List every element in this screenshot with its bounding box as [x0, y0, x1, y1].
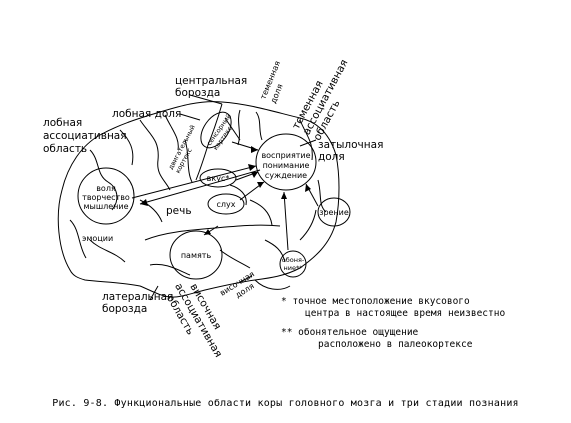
vision-label: зрение [319, 208, 349, 217]
will-ellipse [77, 167, 135, 225]
occipital-lobe-label-2: доля [318, 151, 345, 163]
note2-line1: ** обонятельное ощущение [281, 327, 419, 338]
perception-ellipse [255, 133, 317, 191]
sensory-ellipse [200, 111, 232, 149]
frontal-assoc-label-2: ассоциативная [43, 130, 127, 142]
hearing-label: слух [217, 200, 236, 209]
taste-ellipse [199, 168, 237, 188]
note2-line2: расположено в палеокортексе [318, 339, 473, 350]
perception-label-2: понимание [263, 161, 310, 170]
figure-caption: Рис. 9-8. Функциональные области коры го… [52, 398, 519, 409]
occipital-lobe-label-1: затылочная [318, 139, 383, 151]
memory-label: память [181, 251, 212, 260]
note1-line1: * точное местоположение вкусового [281, 296, 470, 307]
perception-label-1: восприятие [261, 151, 310, 160]
frontal-assoc-label-1: лобная [43, 117, 82, 129]
brain-outline [57, 101, 340, 298]
vision-ellipse [317, 197, 351, 227]
frontal-lobe-label: лобная доля [112, 108, 181, 120]
note1-line2: центра в настоящее время неизвестно [305, 308, 505, 319]
taste-label: вкус* [207, 174, 230, 183]
central-sulcus-label-2: борозда [175, 87, 220, 99]
will-label-1: воля [96, 184, 116, 193]
lateral-sulcus-label-1: латеральная [102, 291, 173, 303]
emotions-label: эмоции [82, 234, 113, 243]
perception-label-3: суждение [265, 171, 307, 180]
speech-label: речь [166, 205, 192, 217]
memory-ellipse [169, 230, 223, 280]
hearing-ellipse [207, 193, 245, 215]
lateral-sulcus-label-2: борозда [102, 303, 147, 315]
smell-ellipse [279, 250, 307, 278]
will-label-3: мышление [83, 202, 128, 211]
will-label-2: творчество [82, 193, 130, 202]
frontal-assoc-label-3: область [43, 143, 87, 155]
smell-label-2: ние** [284, 264, 304, 272]
smell-label-1: обоня- [282, 256, 305, 264]
central-sulcus-label-1: центральная [175, 75, 247, 87]
